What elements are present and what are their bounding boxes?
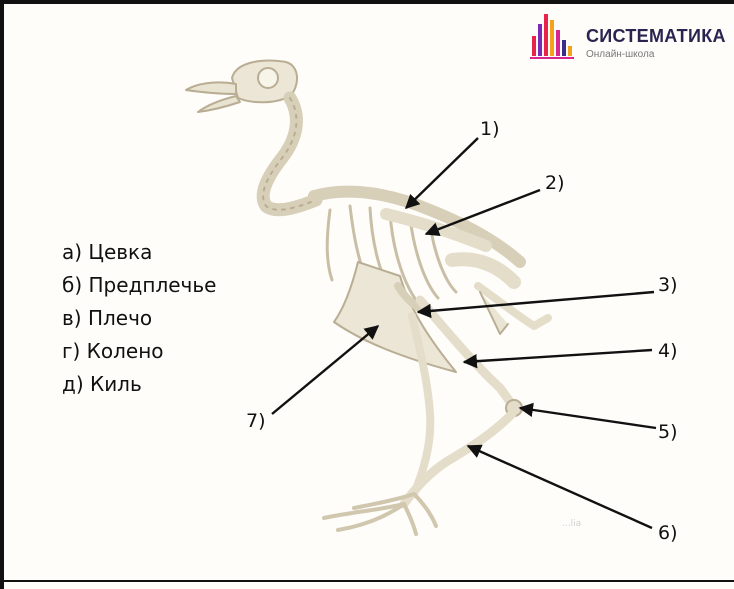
arrow-7 <box>272 326 378 414</box>
watermark: ...lia <box>562 519 581 529</box>
label-7: 7) <box>246 410 266 432</box>
option-d: д) Киль <box>62 368 216 401</box>
option-b: б) Предплечье <box>62 269 216 302</box>
arrow-3 <box>418 292 654 312</box>
label-2: 2) <box>545 172 565 194</box>
label-1: 1) <box>480 118 500 140</box>
skull <box>186 61 297 112</box>
label-5: 5) <box>658 421 678 443</box>
arrow-4 <box>464 350 652 362</box>
arrow-1 <box>406 138 478 208</box>
arrow-5 <box>520 408 656 428</box>
option-v: в) Плечо <box>62 302 216 335</box>
arrow-6 <box>468 446 652 528</box>
option-a: а) Цевка <box>62 236 216 269</box>
wing-forearm <box>452 259 514 282</box>
answer-options-list: а) Цевка б) Предплечье в) Плечо г) Колен… <box>62 236 216 401</box>
label-3: 3) <box>658 274 678 296</box>
feet <box>324 494 436 534</box>
label-4: 4) <box>658 340 678 362</box>
neck <box>263 98 316 210</box>
option-g: г) Колено <box>62 335 216 368</box>
label-6: 6) <box>658 522 678 544</box>
